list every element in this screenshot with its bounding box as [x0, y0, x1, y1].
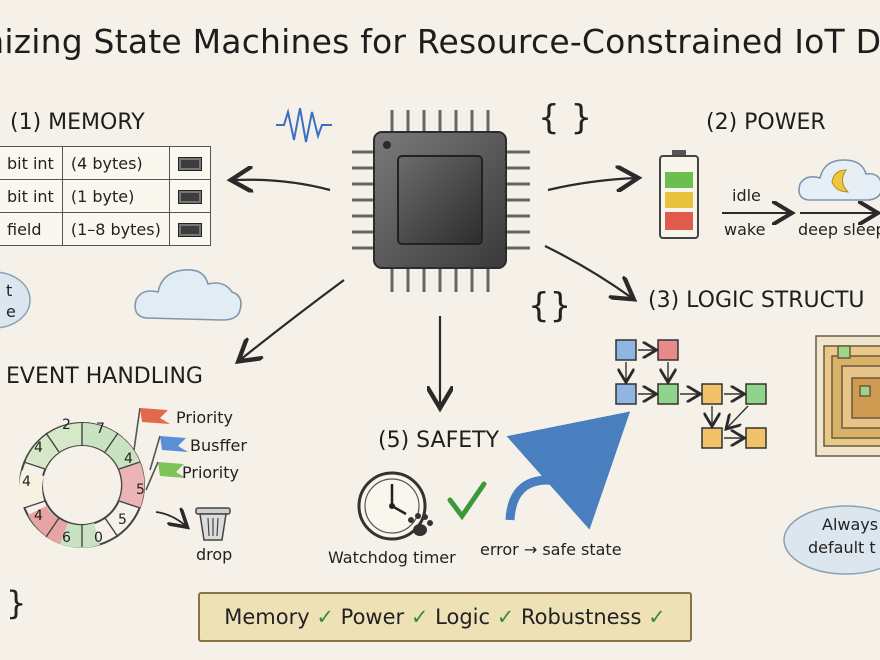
chip-icon — [177, 157, 202, 171]
braces-glyph-bottom: } — [6, 584, 27, 622]
arrow-to-logic — [544, 245, 632, 298]
memory-type: field — [0, 212, 63, 246]
banner-item: Logic — [435, 605, 491, 629]
arrow-to-events — [240, 279, 345, 360]
memory-size: (1–8 bytes) — [61, 212, 170, 246]
banner-item: Power — [340, 605, 405, 629]
safety-heading: (5) SAFETY — [378, 428, 500, 453]
ring-slot: 2 — [62, 417, 71, 433]
ring-slot: 4 — [34, 440, 43, 456]
trash-icon — [195, 507, 231, 541]
chip-icon — [177, 223, 202, 237]
chip-icon — [177, 190, 202, 204]
arrow-to-power — [547, 178, 636, 190]
memory-size: (4 bytes) — [61, 146, 170, 180]
drop-label: drop — [196, 545, 233, 564]
ring-slot: 4 — [124, 451, 133, 467]
watchdog-clock-icon — [357, 471, 433, 541]
table-row: bit int (4 bytes) — [0, 146, 211, 180]
nested-states-icon — [815, 335, 880, 457]
idle-label: idle — [732, 186, 761, 205]
ring-slot: 4 — [22, 474, 31, 490]
state-graph — [615, 339, 767, 449]
arrow-to-memory — [233, 180, 331, 190]
ring-slot: 5 — [118, 512, 127, 528]
ring-buffer-icon — [19, 422, 145, 548]
flag-label: Busffer — [190, 436, 247, 455]
table-row: bit int (1 byte) — [0, 179, 211, 213]
ring-slot: 6 — [62, 530, 71, 546]
checkmark-icon — [447, 481, 487, 521]
battery-icon — [659, 150, 699, 239]
memory-bubble-line: e — [6, 302, 16, 321]
microcontroller-chip-icon — [352, 110, 530, 292]
memory-bubble-line: t — [6, 281, 13, 300]
ring-slot: 5 — [136, 482, 145, 498]
default-bubble-line: Always — [822, 515, 879, 534]
memory-type: bit int — [0, 146, 63, 180]
event-heading: EVENT HANDLING — [6, 364, 203, 389]
cloud-icon — [134, 268, 242, 321]
default-bubble-line: default t — [808, 538, 876, 557]
flag-label: Priority — [176, 408, 233, 427]
braces-glyph-mid: {} — [528, 286, 572, 326]
ring-slot: 7 — [96, 421, 105, 437]
banner-item: Robustness — [521, 605, 642, 629]
power-heading: (2) POWER — [706, 110, 826, 135]
ring-slot: 4 — [34, 508, 43, 524]
page-title: mizing State Machines for Resource-Const… — [0, 22, 880, 61]
memory-size: (1 byte) — [61, 179, 170, 213]
error-safe-label: error → safe state — [480, 540, 622, 559]
wake-label: wake — [724, 220, 766, 239]
summary-banner: Memory ✓ Power ✓ Logic ✓ Robustness ✓ — [198, 592, 692, 642]
flag-label: Priority — [182, 463, 239, 482]
watchdog-label: Watchdog timer — [328, 548, 456, 567]
check-icon: ✓ — [496, 605, 515, 629]
memory-heading: (1) MEMORY — [10, 110, 145, 135]
check-icon: ✓ — [410, 605, 429, 629]
check-icon: ✓ — [648, 605, 666, 629]
deep-sleep-label: deep sleep — [798, 220, 880, 239]
logic-heading: (3) LOGIC STRUCTU — [648, 288, 865, 313]
memory-table: bit int (4 bytes) bit int (1 byte) field… — [0, 146, 211, 246]
flag-icons — [133, 407, 188, 491]
memory-type: bit int — [0, 179, 63, 213]
table-row: field (1–8 bytes) — [0, 212, 211, 246]
braces-glyph: { } — [538, 98, 593, 138]
recovery-arrow-icon — [505, 411, 631, 530]
banner-item: Memory — [224, 605, 310, 629]
signal-wave-icon — [276, 107, 332, 143]
check-icon: ✓ — [316, 605, 334, 629]
ring-slot: 0 — [94, 530, 103, 546]
